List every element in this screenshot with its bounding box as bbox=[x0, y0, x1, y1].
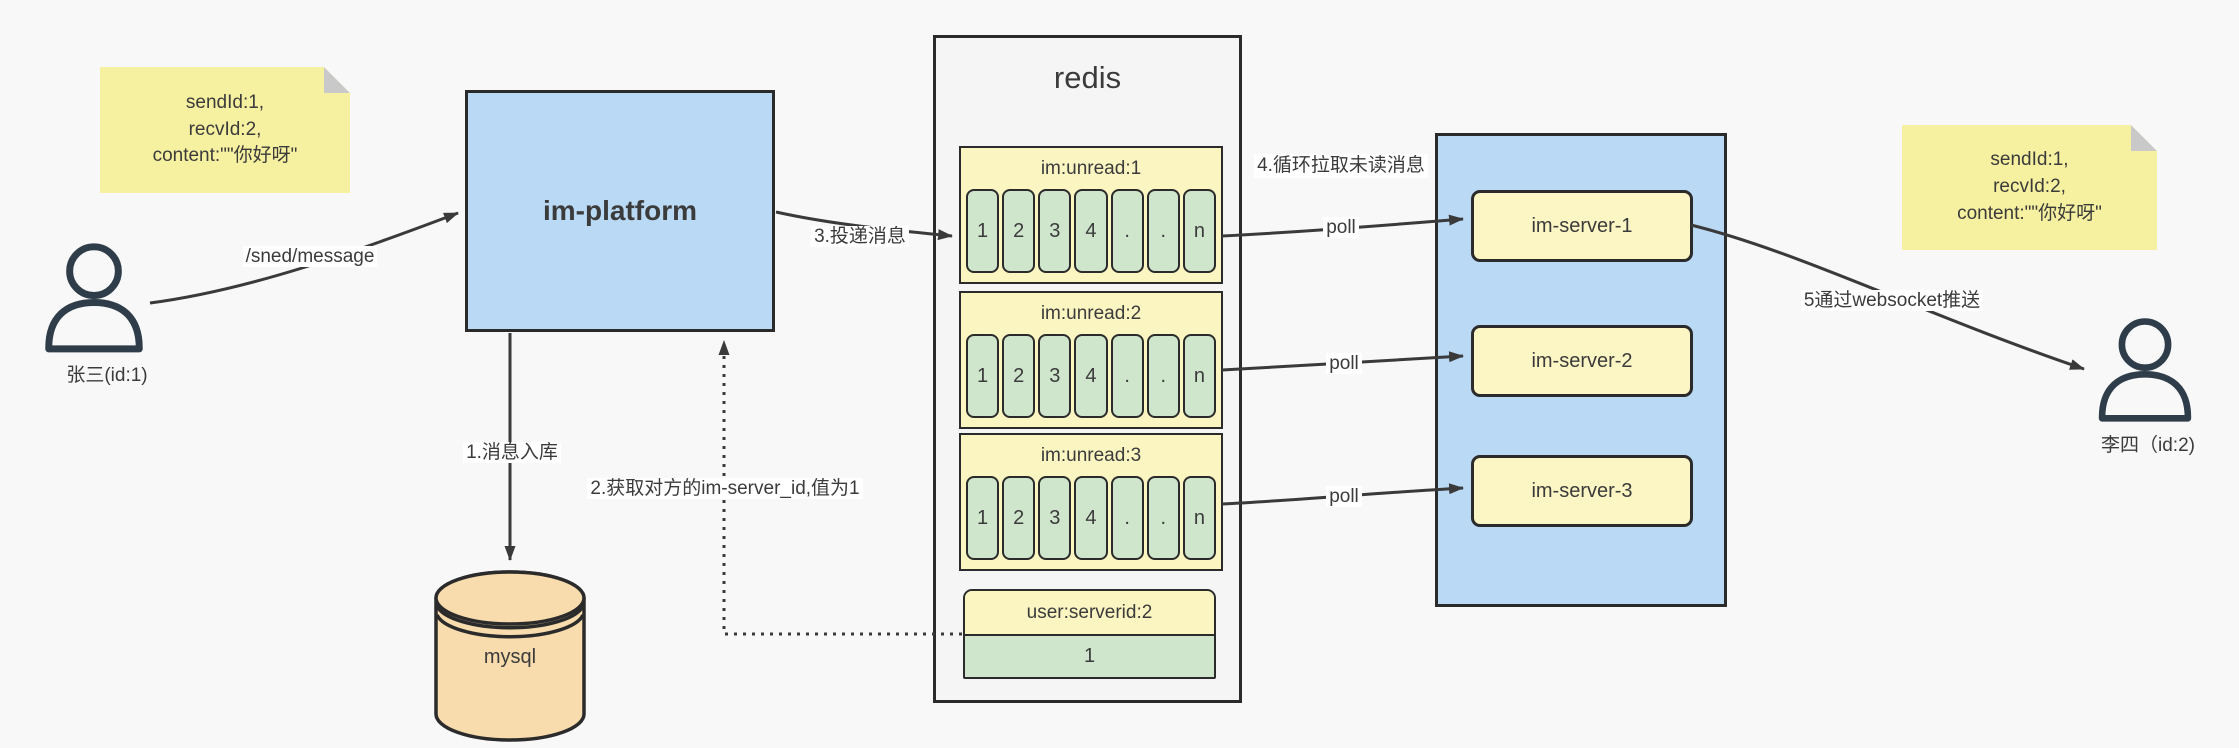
unread-queue-3: im:unread:3 1 2 3 4 . . n bbox=[959, 433, 1223, 571]
redis-title: redis bbox=[1053, 60, 1122, 95]
queue-cell: 1 bbox=[966, 476, 1000, 560]
queue-cell: 3 bbox=[1038, 476, 1072, 560]
user-icon-receiver bbox=[2098, 318, 2192, 422]
im-server-1-box: im-server-1 bbox=[1471, 190, 1693, 262]
note-line: sendId:1, bbox=[185, 91, 265, 113]
user-icon-sender bbox=[45, 243, 143, 353]
queue-cell: 3 bbox=[1038, 334, 1072, 418]
queue-cell: . bbox=[1146, 334, 1180, 418]
note-fold-mask bbox=[2131, 125, 2157, 151]
im-server-3-label: im-server-3 bbox=[1531, 479, 1633, 502]
sender-label: 张三(id:1) bbox=[66, 365, 148, 386]
note-line: recvId:2, bbox=[1993, 176, 2066, 198]
queue-2-key: im:unread:2 bbox=[1040, 302, 1142, 324]
edge-step2-label: 2.获取对方的im-server_id,值为1 bbox=[576, 473, 874, 500]
queue-2-cells: 1 2 3 4 . . n bbox=[961, 334, 1221, 418]
queue-cell: n bbox=[1182, 334, 1216, 418]
note-right-text: sendId:1, recvId:2, content:""你好呀" bbox=[1957, 147, 2102, 228]
unread-queue-2: im:unread:2 1 2 3 4 . . n bbox=[959, 291, 1223, 429]
unread-queue-1: im:unread:1 1 2 3 4 . . n bbox=[959, 146, 1223, 284]
queue-cell: n bbox=[1182, 476, 1216, 560]
im-platform-box: im-platform bbox=[465, 90, 775, 332]
note-line: content:""你好呀" bbox=[152, 145, 298, 167]
edge-step4-label: 4.循环拉取未读消息 bbox=[1254, 154, 1428, 178]
mysql-database-icon bbox=[434, 570, 586, 742]
im-server-3-box: im-server-3 bbox=[1471, 455, 1693, 527]
queue-1-cells: 1 2 3 4 . . n bbox=[961, 189, 1221, 273]
queue-1-key: im:unread:1 bbox=[1040, 157, 1142, 179]
note-line: sendId:1, bbox=[1990, 149, 2069, 171]
queue-cell: 1 bbox=[966, 189, 1000, 273]
user-serverid-box: user:serverid:2 1 bbox=[963, 589, 1216, 679]
note-line: content:""你好呀" bbox=[1957, 202, 2102, 224]
queue-cell: 3 bbox=[1038, 189, 1072, 273]
queue-3-key: im:unread:3 bbox=[1040, 444, 1142, 466]
receiver-label: 李四（id:2) bbox=[2101, 435, 2195, 456]
mysql-label: mysql bbox=[483, 646, 537, 668]
note-fold-mask bbox=[324, 67, 350, 93]
sticky-note-left: sendId:1, recvId:2, content:""你好呀" bbox=[100, 67, 350, 193]
queue-cell: 4 bbox=[1074, 189, 1108, 273]
im-platform-label: im-platform bbox=[543, 195, 697, 226]
edge-poll1-label: poll bbox=[1315, 217, 1367, 239]
queue-cell: 4 bbox=[1074, 476, 1108, 560]
redis-container: redis im:unread:1 1 2 3 4 . . n im:unrea… bbox=[933, 35, 1242, 703]
im-server-cluster: im-server-1 im-server-2 im-server-3 bbox=[1435, 133, 1727, 607]
queue-3-cells: 1 2 3 4 . . n bbox=[961, 476, 1221, 560]
queue-cell: n bbox=[1182, 189, 1216, 273]
note-left-text: sendId:1, recvId:2, content:""你好呀" bbox=[153, 90, 298, 171]
queue-cell: . bbox=[1146, 189, 1180, 273]
queue-cell: 4 bbox=[1074, 334, 1108, 418]
queue-cell: . bbox=[1110, 334, 1144, 418]
queue-cell: . bbox=[1110, 189, 1144, 273]
edge-send-label: /sned/message bbox=[239, 246, 381, 268]
user-serverid-key: user:serverid:2 bbox=[965, 591, 1214, 636]
sticky-note-right: sendId:1, recvId:2, content:""你好呀" bbox=[1902, 125, 2157, 250]
im-server-2-label: im-server-2 bbox=[1531, 349, 1633, 372]
im-server-2-box: im-server-2 bbox=[1471, 325, 1693, 397]
edge-step3-label: 3.投递消息 bbox=[801, 221, 919, 248]
queue-cell: 2 bbox=[1002, 334, 1036, 418]
queue-cell: . bbox=[1146, 476, 1180, 560]
queue-cell: 1 bbox=[966, 334, 1000, 418]
queue-cell: . bbox=[1110, 476, 1144, 560]
edge-poll3-label: poll bbox=[1318, 486, 1370, 508]
queue-cell: 2 bbox=[1002, 476, 1036, 560]
edge-step5-label: 5通过websocket推送 bbox=[1788, 285, 1996, 312]
note-line: recvId:2, bbox=[188, 118, 262, 140]
queue-cell: 2 bbox=[1002, 189, 1036, 273]
edge-poll2-label: poll bbox=[1318, 353, 1370, 375]
user-serverid-value: 1 bbox=[1083, 644, 1096, 667]
im-server-1-label: im-server-1 bbox=[1531, 214, 1633, 237]
edge-step1-label: 1.消息入库 bbox=[441, 437, 583, 464]
